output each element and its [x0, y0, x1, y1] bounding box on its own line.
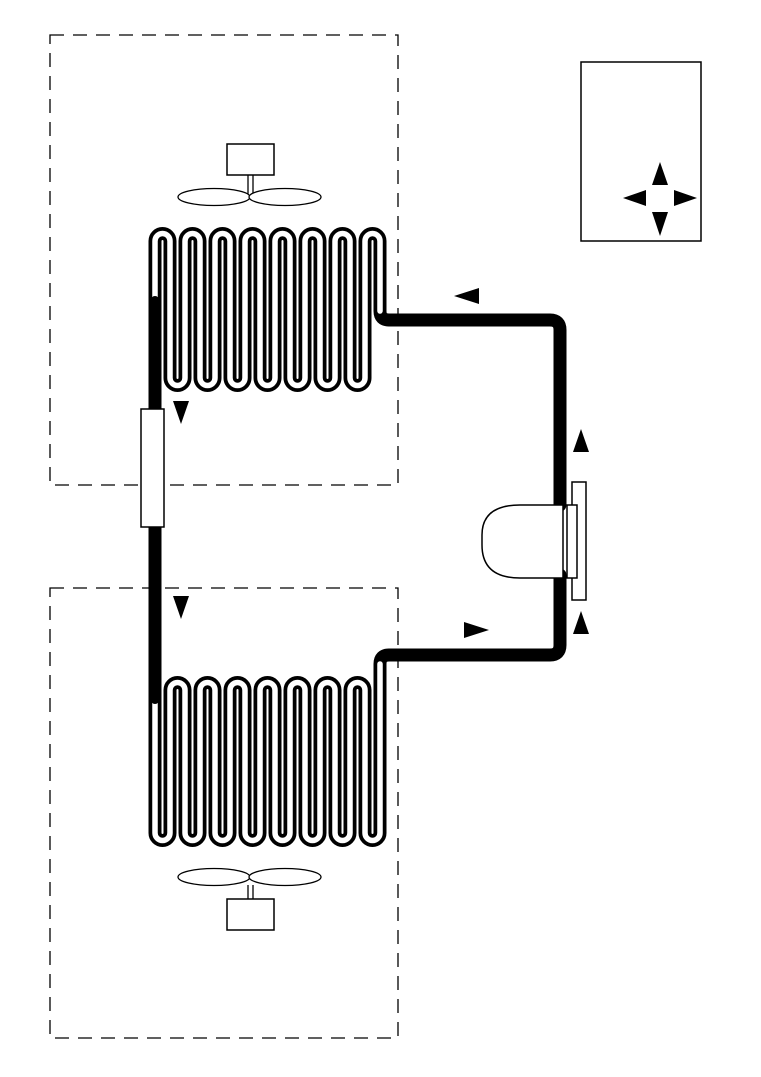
compressor-icon	[482, 505, 563, 578]
flow-arrow-left	[454, 288, 479, 304]
flow-arrow-right	[464, 622, 489, 638]
flow-arrow-down	[173, 401, 189, 424]
legend-box	[581, 62, 701, 241]
upper-fan-assembly	[178, 144, 321, 206]
fan-icon	[178, 189, 321, 206]
upper-heat-exchanger-coil	[155, 234, 560, 506]
flow-arrow-down	[173, 596, 189, 619]
motor-icon	[227, 144, 274, 175]
motor-icon	[227, 899, 274, 930]
lower-fan-assembly	[178, 869, 321, 931]
expansion-valve-icon	[141, 409, 164, 527]
flow-arrow-up	[573, 429, 589, 452]
four-way-valve-icon	[567, 482, 586, 600]
flow-arrow-up	[573, 611, 589, 634]
fan-icon	[178, 869, 321, 886]
